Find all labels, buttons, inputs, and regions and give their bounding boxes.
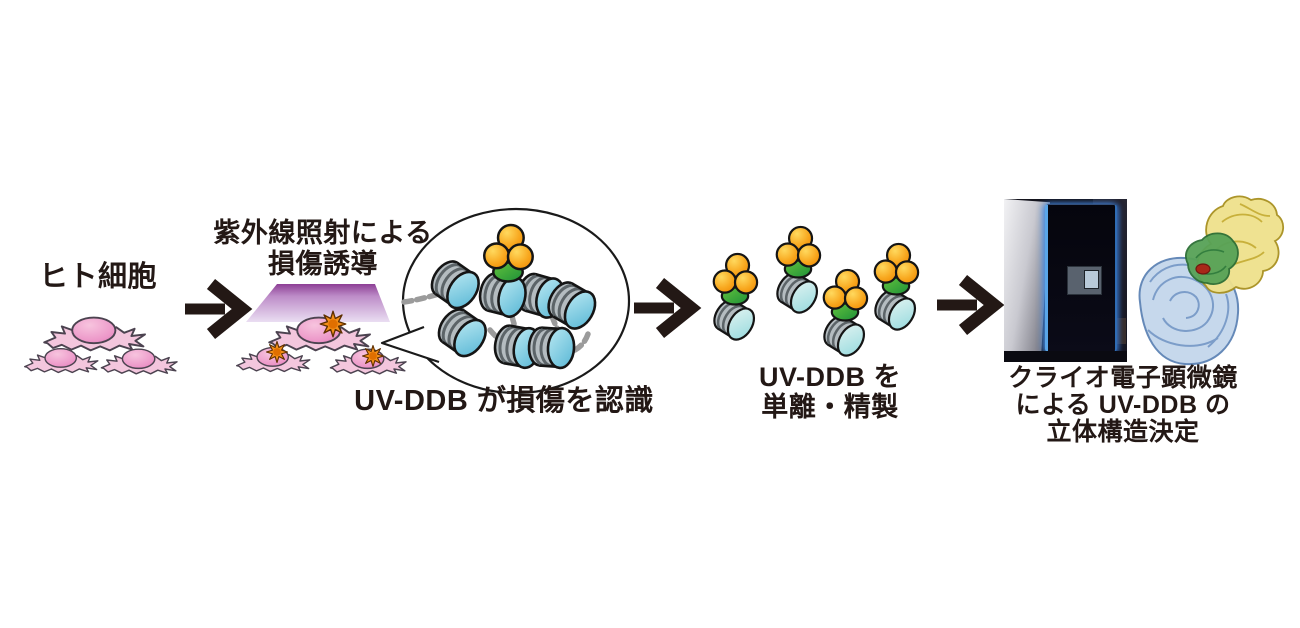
uv-ddb-complex-icon (870, 244, 920, 334)
label-uv-line1: 紫外線照射による (213, 218, 433, 248)
damage-star-icon (361, 344, 385, 368)
label-purification-line2: 単離・精製 (761, 392, 899, 422)
purified-uvddb-group (709, 227, 920, 360)
arrow-right-icon (185, 284, 242, 334)
arrow-right-icon (937, 280, 994, 330)
microscope-front-panel (1045, 204, 1117, 352)
human-cell-icon (43, 316, 146, 352)
human-cell-icon (100, 348, 178, 375)
label-human-cells: ヒト細胞 (28, 261, 168, 294)
uv-ddb-complex-icon (819, 270, 869, 360)
label-cryoem-line1: クライオ電子顕微鏡 (1008, 364, 1238, 392)
uv-beam-icon (246, 284, 390, 322)
nucleosome-icon (526, 324, 577, 371)
label-cryoem-structure: クライオ電子顕微鏡 による UV-DDB の 立体構造決定 (975, 365, 1271, 446)
human-cell-icon (24, 347, 99, 374)
label-cryoem-line2: による UV-DDB の (1015, 391, 1231, 419)
microscope-screen (1084, 270, 1099, 289)
damage-star-icon (319, 310, 347, 338)
label-uv-irradiation: 紫外線照射による 損傷誘導 (198, 218, 448, 280)
label-cryoem-line3: 立体構造決定 (1046, 418, 1200, 446)
damage-star-icon (265, 340, 289, 364)
arrow-right-icon (634, 283, 691, 333)
label-uv-line2: 損傷誘導 (268, 249, 378, 279)
cryo-em-density-map-icon (1138, 195, 1285, 366)
label-uvddb-recognition: UV-DDB が損傷を認識 (345, 385, 663, 418)
microscope-side-panel (1004, 199, 1050, 362)
label-recognition-text: UV-DDB が損傷を認識 (354, 385, 654, 417)
human-cells-group (24, 316, 178, 375)
uv-ddb-complex-icon (709, 254, 759, 344)
label-purification-line1: UV-DDB を (758, 362, 901, 392)
photo-floor (1004, 351, 1127, 362)
cryo-em-microscope-photo (1004, 199, 1127, 362)
label-uvddb-purification: UV-DDB を 単離・精製 (735, 362, 925, 422)
label-human-cells-text: ヒト細胞 (38, 261, 157, 293)
uv-ddb-complex-icon (772, 227, 822, 317)
